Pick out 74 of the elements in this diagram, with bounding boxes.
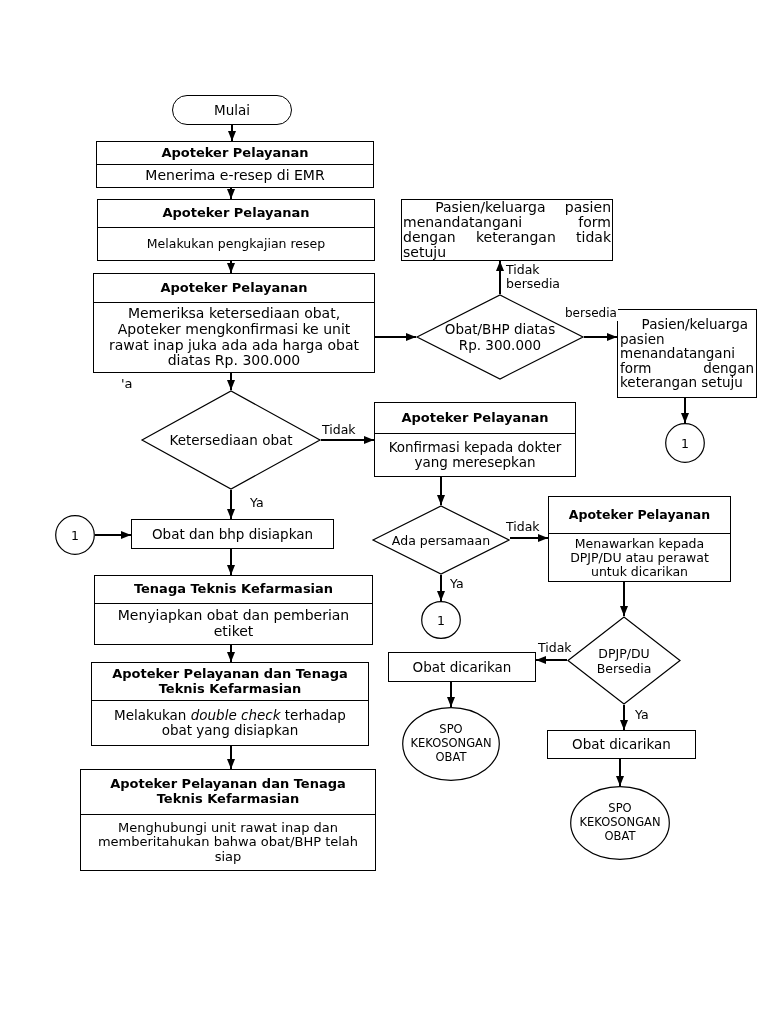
arrow	[620, 581, 628, 617]
role-heading: Apoteker Pelayanan	[160, 280, 308, 296]
decision-text: Ada persamaan	[391, 532, 491, 548]
arrow	[620, 704, 628, 731]
process-box	[131, 519, 334, 549]
role-heading: Apoteker Pelayanan	[162, 206, 310, 221]
arrow	[227, 745, 235, 770]
end-text: SPO KEKOSONGAN OBAT	[409, 723, 493, 765]
arrow	[437, 574, 445, 602]
role-heading: Apoteker Pelayanan dan Tenaga Teknis Kefarmasian	[109, 777, 347, 807]
step-text: Pasien/keluarga pasien menandatangani form dengan keterangan setuju	[620, 317, 754, 390]
connector-number: 1	[437, 612, 445, 628]
decision-text: Obat/BHP diatas Rp. 300.000	[443, 320, 557, 354]
connector-circle	[421, 601, 461, 639]
step-text: Menghubungi unit rawat inap dan memberitahukan bahwa obat/BHP telah siap	[96, 820, 360, 865]
arrow	[227, 260, 235, 274]
arrow	[583, 333, 618, 341]
arrow	[320, 436, 375, 444]
arrow	[374, 333, 417, 341]
arrow	[94, 531, 132, 539]
decision-diamond	[141, 390, 321, 490]
arrow	[509, 534, 549, 542]
arrow	[535, 656, 568, 664]
step-text: Menawarkan kepada DPJP/DU atau perawat untuk dicarikan	[569, 536, 710, 579]
connector-circle	[665, 423, 705, 463]
role-heading: Apoteker Pelayanan dan Tenaga Teknis Kefarmasian	[111, 666, 349, 697]
decision-text: DPJP/DU Bersedia	[595, 645, 653, 676]
connector-number: 1	[71, 527, 79, 543]
process-box	[80, 769, 376, 871]
arrow	[227, 548, 235, 576]
arrow	[616, 758, 624, 787]
step-text: Menerima e-resep di EMR	[145, 168, 325, 184]
arrow	[227, 644, 235, 663]
process-box	[617, 309, 757, 398]
end-ellipse	[402, 707, 500, 781]
decision-text: Ketersediaan obat	[169, 431, 293, 449]
process-box	[547, 730, 696, 759]
arrow	[681, 397, 689, 424]
step-text: Konfirmasi kepada dokter yang meresepkan	[387, 439, 563, 471]
process-box	[548, 496, 731, 582]
role-heading: Apoteker Pelayanan	[568, 507, 711, 523]
step-text: Memeriksa ketersediaan obat, Apoteker mengkonfirmasi ke unit rawat inap juka ada ada harga obat diatas Rp. 300.000	[108, 306, 360, 369]
role-heading: Apoteker Pelayanan	[401, 410, 549, 426]
role-heading: Apoteker Pelayanan	[161, 145, 309, 161]
role-heading: Tenaga Teknis Kefarmasian	[133, 582, 334, 597]
note-text: 'a	[121, 377, 133, 392]
arrow	[227, 187, 235, 200]
process-box	[97, 199, 375, 261]
process-box	[94, 575, 373, 645]
connector-circle	[55, 515, 95, 555]
arrow	[227, 489, 235, 520]
connector-number: 1	[681, 435, 689, 451]
arrow	[437, 476, 445, 506]
end-text: SPO KEKOSONGAN OBAT	[578, 802, 662, 844]
end-ellipse	[570, 786, 670, 860]
step-text: Pasien/keluarga pasien menandatangani form dengan keterangan tidak setuju	[403, 200, 611, 260]
arrow	[228, 124, 236, 142]
step-text: Obat dan bhp disiapkan	[151, 526, 314, 542]
start-text: Mulai	[214, 102, 250, 118]
process-box	[374, 402, 576, 477]
process-box	[96, 141, 374, 188]
edge-label: bersedia	[564, 307, 618, 321]
start-terminal	[172, 95, 292, 125]
arrow	[496, 260, 504, 295]
step-text: Menyiapkan obat dan pemberian etiket	[116, 608, 351, 640]
process-box	[388, 652, 536, 682]
step-text: Melakukan double check terhadap obat yang disiapkan	[113, 707, 347, 739]
step-text: Melakukan pengkajian resep	[146, 237, 326, 251]
arrow	[447, 681, 455, 708]
arrow	[227, 372, 235, 391]
process-box	[93, 273, 375, 373]
step-text: Obat dicarikan	[572, 737, 671, 752]
step-text: Obat dicarikan	[412, 659, 512, 675]
process-box	[91, 662, 369, 746]
